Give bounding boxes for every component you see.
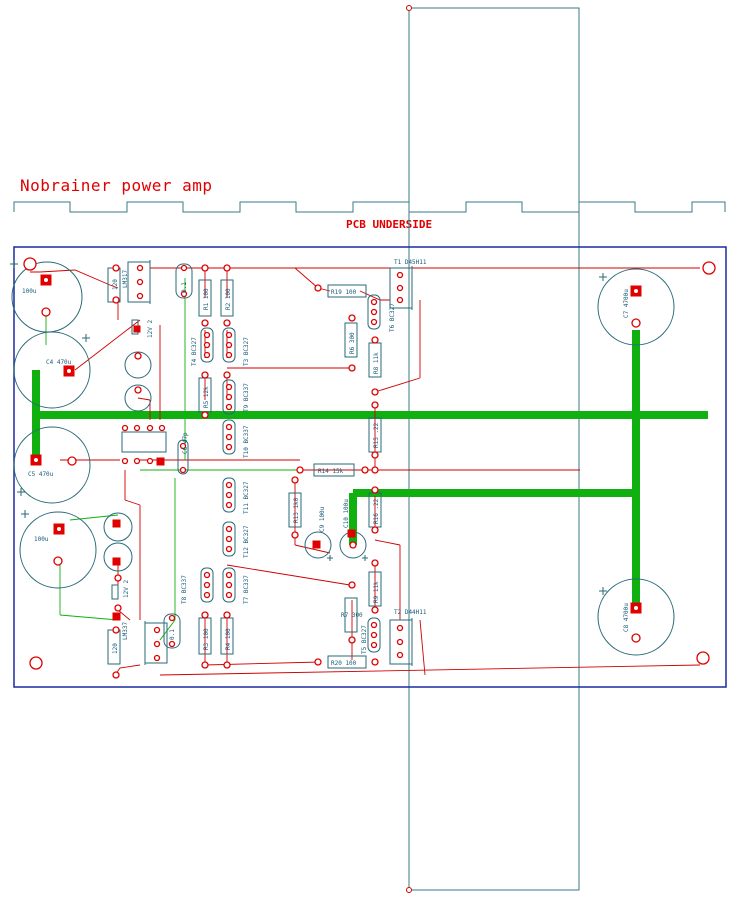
- label-u1: LM317: [122, 270, 129, 288]
- label-t1: T1 D45H11: [394, 259, 427, 266]
- label-zener2: 12V 2: [123, 580, 130, 598]
- label-t10: T10 BC337: [243, 425, 250, 458]
- board-outline: [13, 246, 727, 688]
- res-r14: [313, 463, 355, 477]
- cap-c2: [19, 511, 97, 589]
- cap-small-1: [103, 512, 133, 542]
- trans-t6: [367, 294, 381, 330]
- label-r-u2: 120: [112, 643, 119, 654]
- capacitors-large: [11, 261, 675, 656]
- label-r15: R15 .22: [373, 422, 380, 448]
- res-r9: [368, 571, 382, 607]
- label-zener1: 12V 2: [147, 320, 154, 338]
- label-r-u1: 120: [112, 279, 119, 290]
- cap-small-4: [124, 384, 152, 412]
- label-r2: R2 100: [225, 288, 232, 310]
- cap-c9: [304, 531, 332, 559]
- zener-2: [111, 584, 119, 600]
- label-c-top: 0.1: [181, 282, 188, 293]
- res-r7: [344, 597, 358, 633]
- label-r9: R9 11k: [373, 581, 380, 603]
- label-r14: R14 15k: [318, 468, 344, 475]
- label-t2: T2 D44H11: [394, 609, 427, 616]
- cap-small-2: [103, 542, 133, 572]
- label-c7: C7 4700u: [623, 289, 630, 318]
- square-pad-holes: [34, 278, 638, 610]
- label-t11: T11 BC327: [243, 481, 250, 514]
- label-t7: T7 BC337: [243, 575, 250, 604]
- resistors: [107, 267, 382, 669]
- label-c1: 100u: [22, 288, 37, 295]
- label-t9: T9 BC337: [243, 383, 250, 412]
- ic-dual: [121, 431, 167, 453]
- board-title: Nobrainer power amp: [20, 176, 213, 195]
- label-t3: T3 BC327: [243, 337, 250, 366]
- label-r6: R6 300: [349, 332, 356, 354]
- trans-t3: [222, 327, 236, 363]
- label-c2: 100u: [34, 536, 49, 543]
- heatsink-top-pin: [406, 5, 412, 11]
- cap-c8: [597, 578, 675, 656]
- label-r16: R16 .22: [373, 498, 380, 524]
- regulators: [127, 260, 168, 665]
- trans-t11: [222, 477, 236, 513]
- heatsink-outline: [408, 7, 580, 891]
- label-c10: C10 100u: [343, 499, 350, 528]
- res-r2: [220, 279, 234, 317]
- label-u2: LM337: [122, 622, 129, 640]
- trans-t9: [222, 379, 236, 415]
- cap-c4: [13, 331, 91, 409]
- board-subtitle: PCB UNDERSIDE: [346, 218, 433, 231]
- label-t8: T8 BC337: [181, 575, 188, 604]
- cap-c7: [597, 268, 675, 346]
- ground-thin-tracks: [45, 278, 300, 641]
- label-r19: R19 100: [331, 289, 357, 296]
- label-c-bot: 0.1: [169, 629, 176, 640]
- label-c5: C5 470u: [28, 471, 54, 478]
- label-t4: T4 BC327: [191, 337, 198, 366]
- res-r6: [344, 322, 358, 358]
- label-r13: R13 1k0: [293, 497, 300, 523]
- label-t6: T6 BC327: [389, 303, 396, 332]
- label-c9: C9 100u: [319, 506, 326, 532]
- polarity-marks: [10, 260, 607, 595]
- trans-t10: [222, 419, 236, 455]
- cap-c6: [177, 439, 189, 475]
- trans-t5: [367, 617, 381, 653]
- label-r5: R5 12k: [203, 386, 210, 408]
- trans-t4: [200, 327, 214, 363]
- trans-t7: [222, 567, 236, 603]
- heatsink-bottom-pin: [406, 887, 412, 893]
- label-r1: R1 100: [203, 288, 210, 310]
- cap-c5: [13, 426, 91, 504]
- label-r7: R7 300: [341, 612, 363, 619]
- cap-small-3: [124, 351, 152, 379]
- round-pads: [23, 257, 716, 679]
- cap-c1: [11, 261, 83, 333]
- label-r3: R3 100: [203, 628, 210, 650]
- label-c8: C8 4700u: [623, 603, 630, 632]
- label-r20: R20 100: [331, 660, 357, 667]
- cap-top: [175, 263, 193, 299]
- res-r13: [288, 492, 302, 528]
- label-r4: R4 100: [225, 628, 232, 650]
- label-t5: T5 BC327: [361, 625, 368, 654]
- res-r1: [198, 279, 212, 317]
- cap-bot: [163, 613, 181, 649]
- res-r20: [327, 655, 367, 669]
- heatsink-fins: [13, 201, 726, 213]
- label-r8: R8 11k: [373, 352, 380, 374]
- label-c6: C6 47p: [182, 432, 189, 454]
- trans-t8: [200, 567, 214, 603]
- res-r19: [327, 284, 367, 298]
- trans-t12: [222, 521, 236, 557]
- power-tracks: [32, 330, 708, 608]
- transistors: [121, 263, 413, 666]
- component-labels: 100u C4 470u C5 470u 100u C7 4700u C8 47…: [22, 259, 630, 667]
- label-c4: C4 470u: [46, 359, 72, 366]
- label-t12: T12 BC327: [243, 525, 250, 558]
